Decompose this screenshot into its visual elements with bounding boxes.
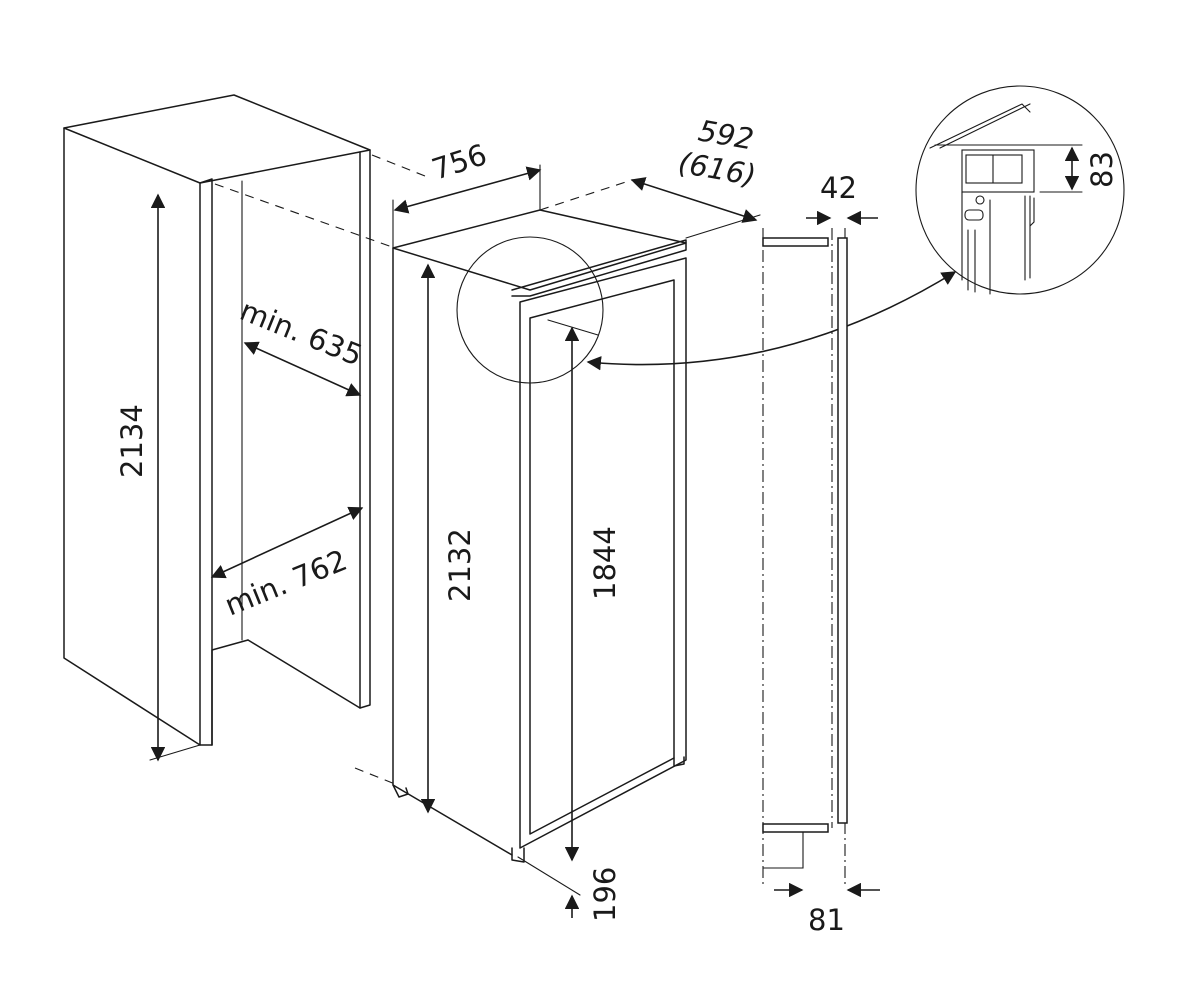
niche-height-label: 2134 bbox=[115, 404, 149, 478]
hinge-detail bbox=[915, 85, 1125, 295]
appliance-height-label: 2132 bbox=[443, 528, 477, 602]
panel-thickness-label: 42 bbox=[820, 171, 857, 205]
door-panel-side-view bbox=[762, 210, 880, 898]
depth-label: 756 bbox=[428, 137, 491, 186]
door-offset-label: 81 bbox=[808, 903, 845, 937]
foot-height-label: 196 bbox=[588, 867, 622, 922]
door-height-label: 1844 bbox=[588, 526, 622, 600]
appliance bbox=[392, 164, 957, 918]
cabinet-niche bbox=[63, 94, 371, 762]
detail-height-label: 83 bbox=[1085, 151, 1119, 188]
niche-width-label: min. 762 bbox=[220, 543, 352, 623]
niche-depth-label: min. 635 bbox=[235, 293, 367, 373]
